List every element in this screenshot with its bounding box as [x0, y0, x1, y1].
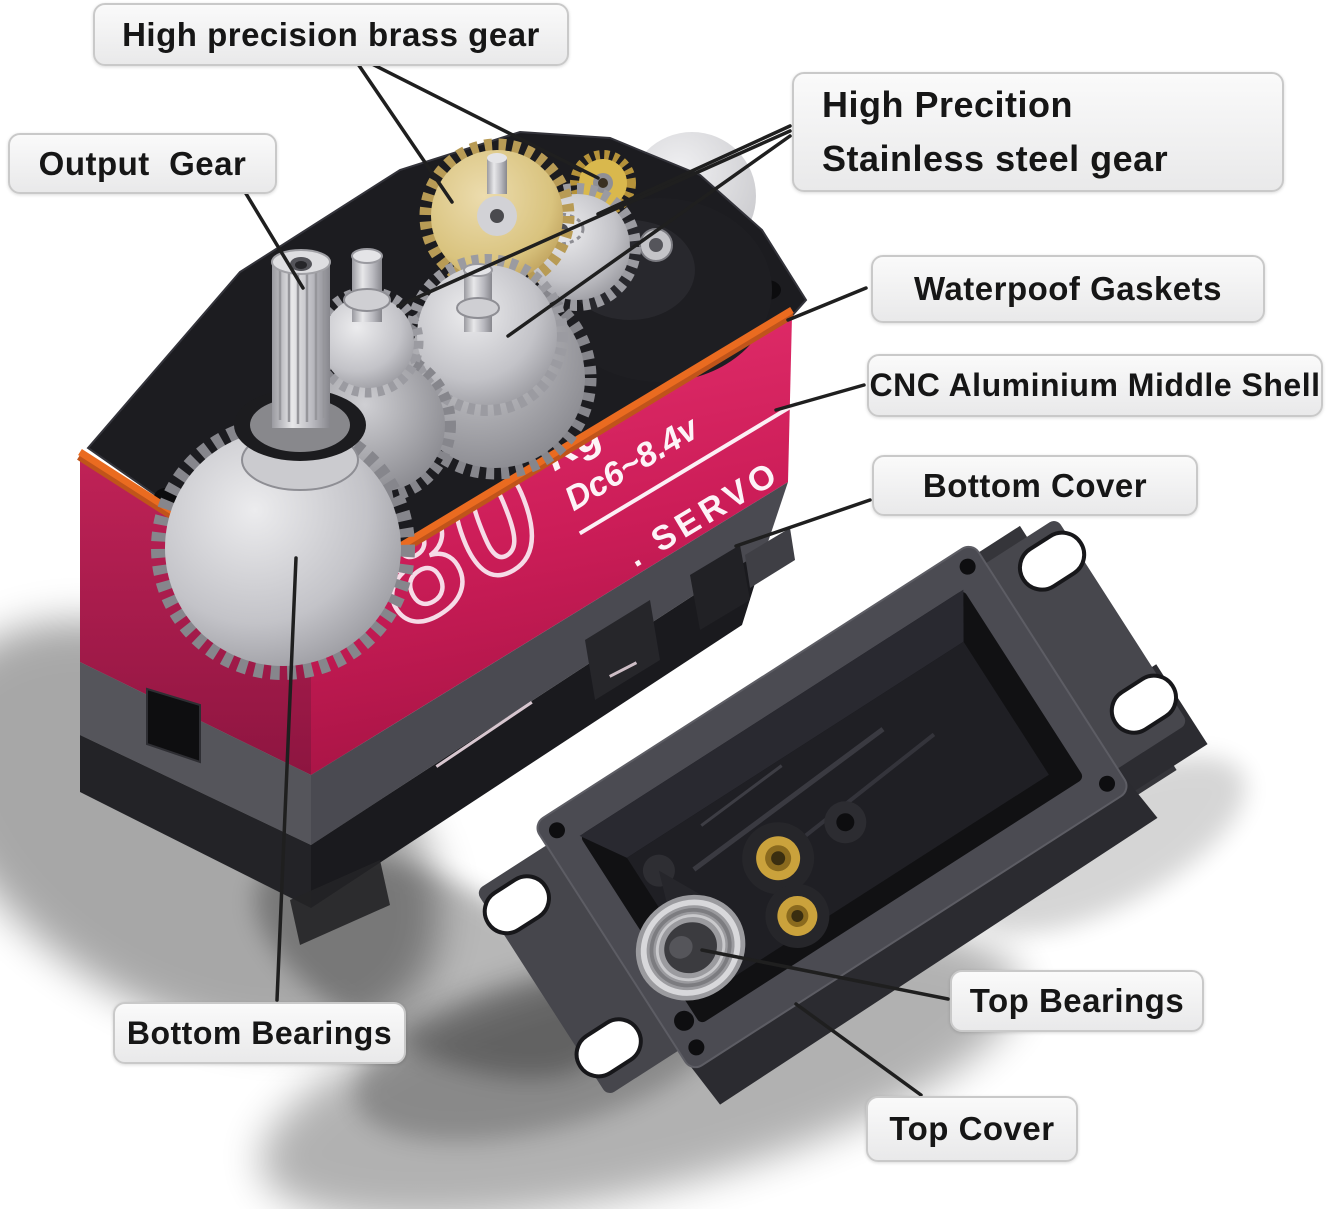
- mount-slot: [574, 1017, 643, 1079]
- cavity-back-wall: [579, 589, 964, 858]
- leader-output-gear: [243, 190, 305, 290]
- top-bearing: [635, 894, 746, 1001]
- leader-stainless-3: [506, 134, 792, 338]
- output-spline-shaft: [272, 262, 330, 428]
- top-cover-case: [478, 521, 1208, 1105]
- leader-top-cover: [794, 1002, 923, 1097]
- rim-screw-hole: [548, 822, 565, 839]
- rim-screw-hole: [1099, 775, 1116, 792]
- leader-bottom-cover: [734, 498, 872, 548]
- rim-screw-hole: [674, 1010, 695, 1031]
- leader-cnc: [774, 383, 866, 412]
- bottom-cover-front-upper: [311, 482, 788, 845]
- leader-bottom-bearings: [275, 556, 298, 1002]
- leader-stainless-1: [596, 124, 792, 216]
- mounting-leg-2: [690, 545, 750, 630]
- floor-rib: [692, 727, 885, 872]
- output-main-gear: [165, 430, 401, 666]
- callout-top-cover: Top Cover: [866, 1096, 1078, 1162]
- callout-output-gear: Output Gear: [8, 133, 277, 194]
- floor-glint: [700, 764, 783, 827]
- leader-top-bearings: [700, 948, 950, 1001]
- bottom-cover-left-lower: [80, 735, 311, 908]
- output-gear-cluster: [151, 249, 415, 680]
- mount-slot: [1017, 530, 1087, 592]
- rim-screw-hole: [688, 1039, 705, 1056]
- gear-post-hole: [824, 801, 867, 844]
- mount-slot: [1109, 673, 1178, 735]
- callout-stainless-line2: Stainless steel gear: [822, 138, 1169, 179]
- stainless-gear-second: [300, 248, 456, 503]
- leader-stainless-2: [396, 129, 792, 308]
- leader-waterproof: [786, 286, 868, 322]
- rim-screw-hole: [959, 558, 976, 575]
- callout-bottom-bearings: Bottom Bearings: [113, 1002, 406, 1064]
- leader-lines: [243, 62, 950, 1097]
- brass-insert-2: [765, 883, 830, 948]
- underline: [578, 400, 799, 536]
- callout-bottom-cover: Bottom Cover: [872, 455, 1198, 516]
- accent-dash: [609, 661, 638, 678]
- floor-rib: [786, 732, 936, 852]
- callout-stainless-line1: High Precition: [822, 84, 1074, 125]
- bottom-foot: [290, 860, 390, 945]
- mount-slot: [482, 874, 551, 936]
- spline-ridges: [278, 265, 326, 424]
- dome-screw-socket: [649, 238, 663, 252]
- brass-insert-1: [742, 822, 815, 895]
- accent-line: [435, 700, 533, 768]
- side-tab: [745, 528, 795, 588]
- output-thread-hole-center: [295, 261, 307, 269]
- case-front-wall: [677, 766, 1158, 1105]
- callout-waterproof-gaskets: Waterpoof Gaskets: [871, 255, 1265, 323]
- callout-cnc-middle-shell: CNC Aluminium Middle Shell: [867, 354, 1323, 417]
- callout-brass-gear: High precision brass gear: [93, 3, 569, 66]
- stainless-gear-center: [393, 254, 597, 480]
- leader-brass-gear-1: [356, 62, 454, 204]
- brass-gear-large: [419, 138, 575, 294]
- leader-brass-gear-2: [370, 62, 600, 180]
- callout-top-bearings: Top Bearings: [950, 970, 1204, 1032]
- callout-stainless-gear: High Precition Stainless steel gear: [792, 72, 1284, 192]
- mounting-leg: [585, 600, 660, 700]
- brass-gear-pin: [487, 158, 507, 194]
- connector-notch: [146, 687, 201, 764]
- middle-shell-front-face: [311, 316, 792, 775]
